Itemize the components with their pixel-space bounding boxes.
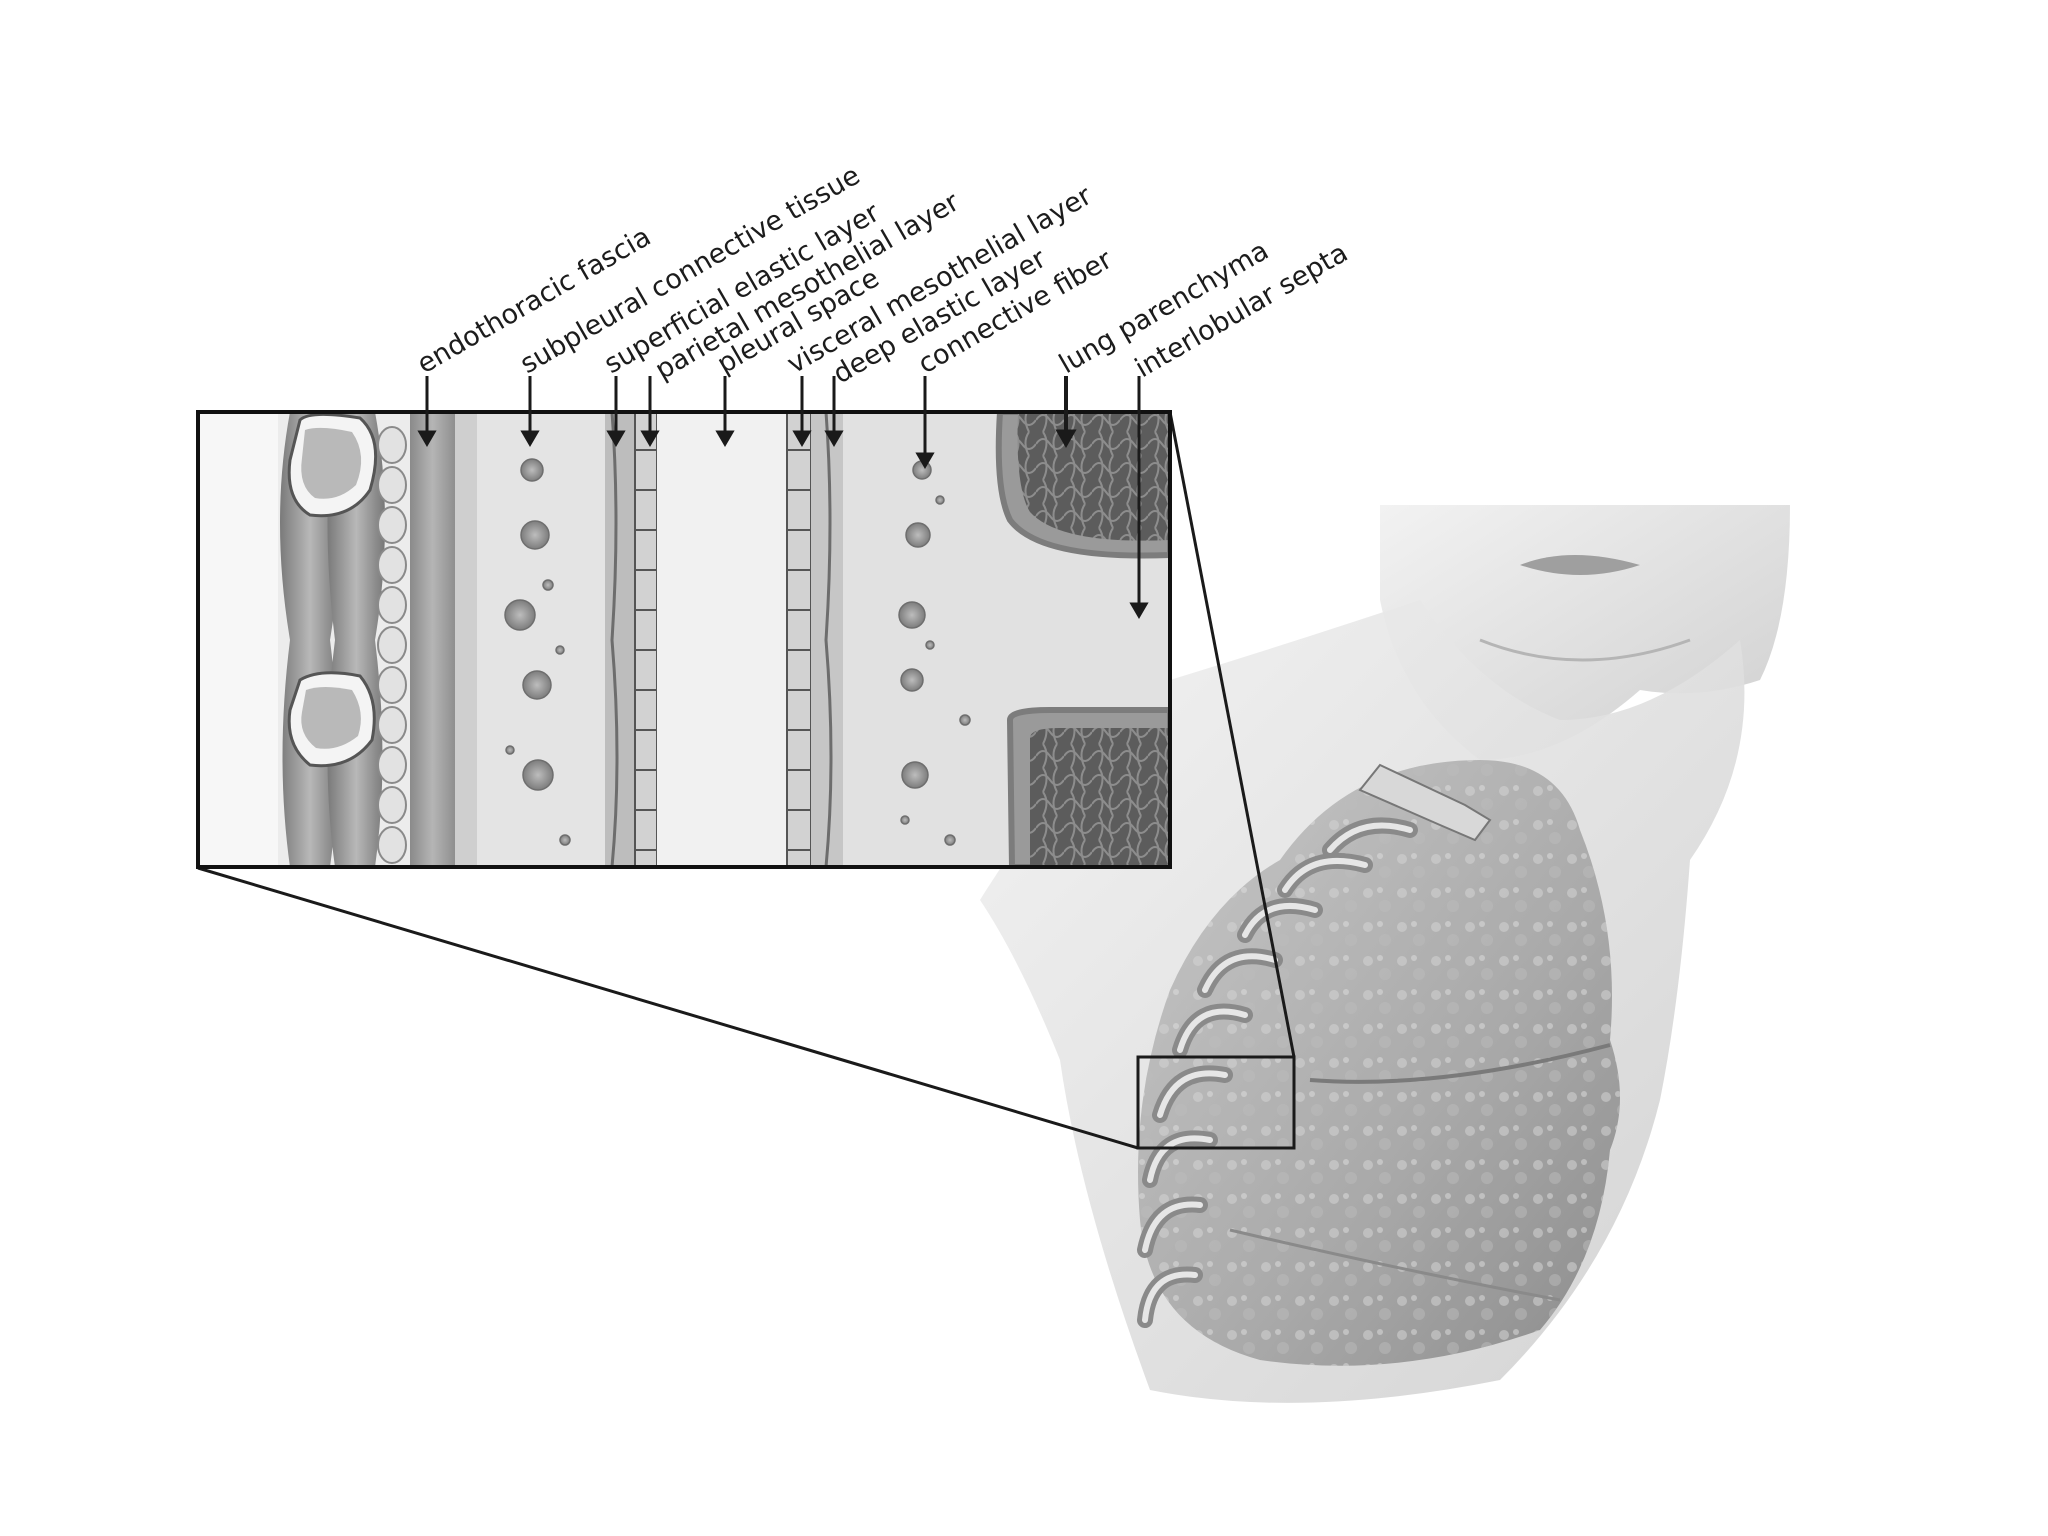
pleural-space-gap [657,412,787,867]
endothoracic-fascia-layer [410,412,455,867]
chin-line [1479,638,1691,662]
lung-fissure [1309,1043,1611,1084]
lips [1520,555,1640,575]
bronchus [1358,763,1492,842]
rib-cross-section [287,413,378,768]
parietal-mesothelium-band [634,412,658,867]
subpleural-connective-tissue-layer [477,412,605,867]
inset-frame [196,410,1172,869]
subpleural-vessels [504,458,571,846]
superficial-elastic-layer-band [605,412,635,867]
lung-parenchyma-blocks [995,412,1170,867]
connective-fiber-vessels [898,460,971,846]
leader-lines [417,376,1149,619]
magnified-inset [196,410,1172,869]
visceral-mesothelium-band [786,412,812,867]
labels: endothoracic fascia subpleural connectiv… [412,160,1353,390]
adipose-column [377,426,407,864]
zoom-connectors [197,411,1296,1150]
detail-region-box [1136,1055,1296,1150]
